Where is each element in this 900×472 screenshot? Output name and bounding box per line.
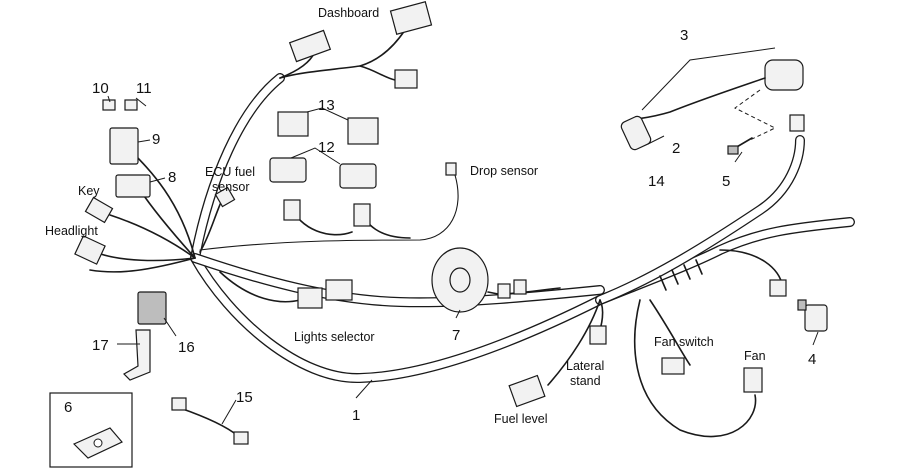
- leader-lines: [107, 95, 819, 425]
- dashboard-connector-a: [288, 29, 332, 63]
- callout-6: 6: [64, 399, 72, 416]
- coil-body: [764, 59, 804, 91]
- key-connector: [84, 196, 114, 224]
- label-lateral-stand-line1: Lateral: [566, 359, 604, 373]
- dashboard-connector-b: [389, 1, 433, 35]
- callout-14: 14: [648, 173, 665, 190]
- clip-6-hole: [93, 438, 103, 448]
- label-drop-sensor: Drop sensor: [470, 164, 538, 178]
- label-key: Key: [78, 184, 100, 198]
- relay-wire-connector-b: [353, 203, 371, 227]
- horn-connector-a: [497, 283, 511, 299]
- callout-3: 3: [680, 27, 688, 44]
- ecu-fuel-sensor-connector: [214, 186, 236, 208]
- horn-center: [449, 267, 471, 293]
- fuse-holder-8: [115, 174, 151, 198]
- fuse-holder-9: [109, 127, 139, 165]
- dashboard-branch: [279, 1, 433, 89]
- lights-selector-connector-a: [297, 287, 323, 309]
- headlight-connector: [74, 235, 106, 265]
- drop-sensor-connector: [445, 162, 457, 176]
- callout-17: 17: [92, 337, 109, 354]
- lights-selector-connector-b: [325, 279, 353, 301]
- callout-5: 5: [722, 173, 730, 190]
- label-fan: Fan: [744, 349, 766, 363]
- relay-socket-12b: [339, 163, 377, 189]
- callout-2: 2: [672, 140, 680, 157]
- horn-7: [431, 247, 561, 313]
- bracket-parts: [123, 291, 167, 381]
- fuse-10: [102, 99, 116, 111]
- fuel-level-connector: [508, 374, 546, 408]
- label-headlight: Headlight: [45, 224, 98, 238]
- lower-center-branches: [508, 299, 607, 408]
- fan-connector: [743, 367, 763, 393]
- right-branch: [719, 114, 828, 332]
- part-6-box: [49, 392, 133, 468]
- label-lights-selector: Lights selector: [294, 330, 375, 344]
- label-fuel-level: Fuel level: [494, 412, 548, 426]
- callout-11: 11: [136, 80, 152, 97]
- sensor-branches: [199, 162, 459, 253]
- label-dashboard: Dashboard: [318, 6, 379, 20]
- dashboard-connector-c: [394, 69, 418, 89]
- upper-right-connector: [789, 114, 805, 132]
- lateral-stand-connector: [589, 325, 607, 345]
- spark-plug-cap: [620, 115, 652, 151]
- callout-15: 15: [236, 389, 253, 406]
- callout-1: 1: [352, 407, 360, 424]
- part-15-end-a: [171, 397, 187, 411]
- lights-selector-branch: [219, 271, 353, 309]
- right-connector: [769, 279, 787, 297]
- label-ecu-fuel-sensor-line2: sensor: [212, 180, 250, 194]
- relay-13b: [347, 117, 379, 145]
- callout-12: 12: [318, 139, 335, 156]
- screw-5: [727, 145, 739, 155]
- label-lateral-stand-line2: stand: [570, 374, 601, 388]
- callout-16: 16: [178, 339, 195, 356]
- left-branches: [74, 99, 196, 273]
- part-15-end-b: [233, 431, 249, 445]
- fan-branches: [633, 299, 763, 438]
- callout-8: 8: [168, 169, 176, 186]
- callout-7: 7: [452, 327, 460, 344]
- switch-4: [804, 304, 828, 332]
- part-15-cable: [171, 397, 249, 445]
- main-wiring-harness: [190, 73, 855, 384]
- relay-wire-connector-a: [283, 199, 301, 221]
- part-16: [137, 291, 167, 325]
- horn-connector-b: [513, 279, 527, 295]
- relays: [269, 111, 411, 239]
- fan-switch-connector: [661, 357, 685, 375]
- label-fan-switch: Fan switch: [654, 335, 714, 349]
- fuse-11: [124, 99, 138, 111]
- switch-4-terminal: [797, 299, 807, 311]
- callout-9: 9: [152, 131, 160, 148]
- bracket-17: [123, 329, 151, 381]
- ignition-coil-3: [620, 47, 804, 155]
- relay-socket-12a: [269, 157, 307, 183]
- relay-13a: [277, 111, 309, 137]
- callout-4: 4: [808, 351, 816, 368]
- callout-13: 13: [318, 97, 335, 114]
- callout-10: 10: [92, 80, 109, 97]
- label-ecu-fuel-sensor-line1: ECU fuel: [205, 165, 255, 179]
